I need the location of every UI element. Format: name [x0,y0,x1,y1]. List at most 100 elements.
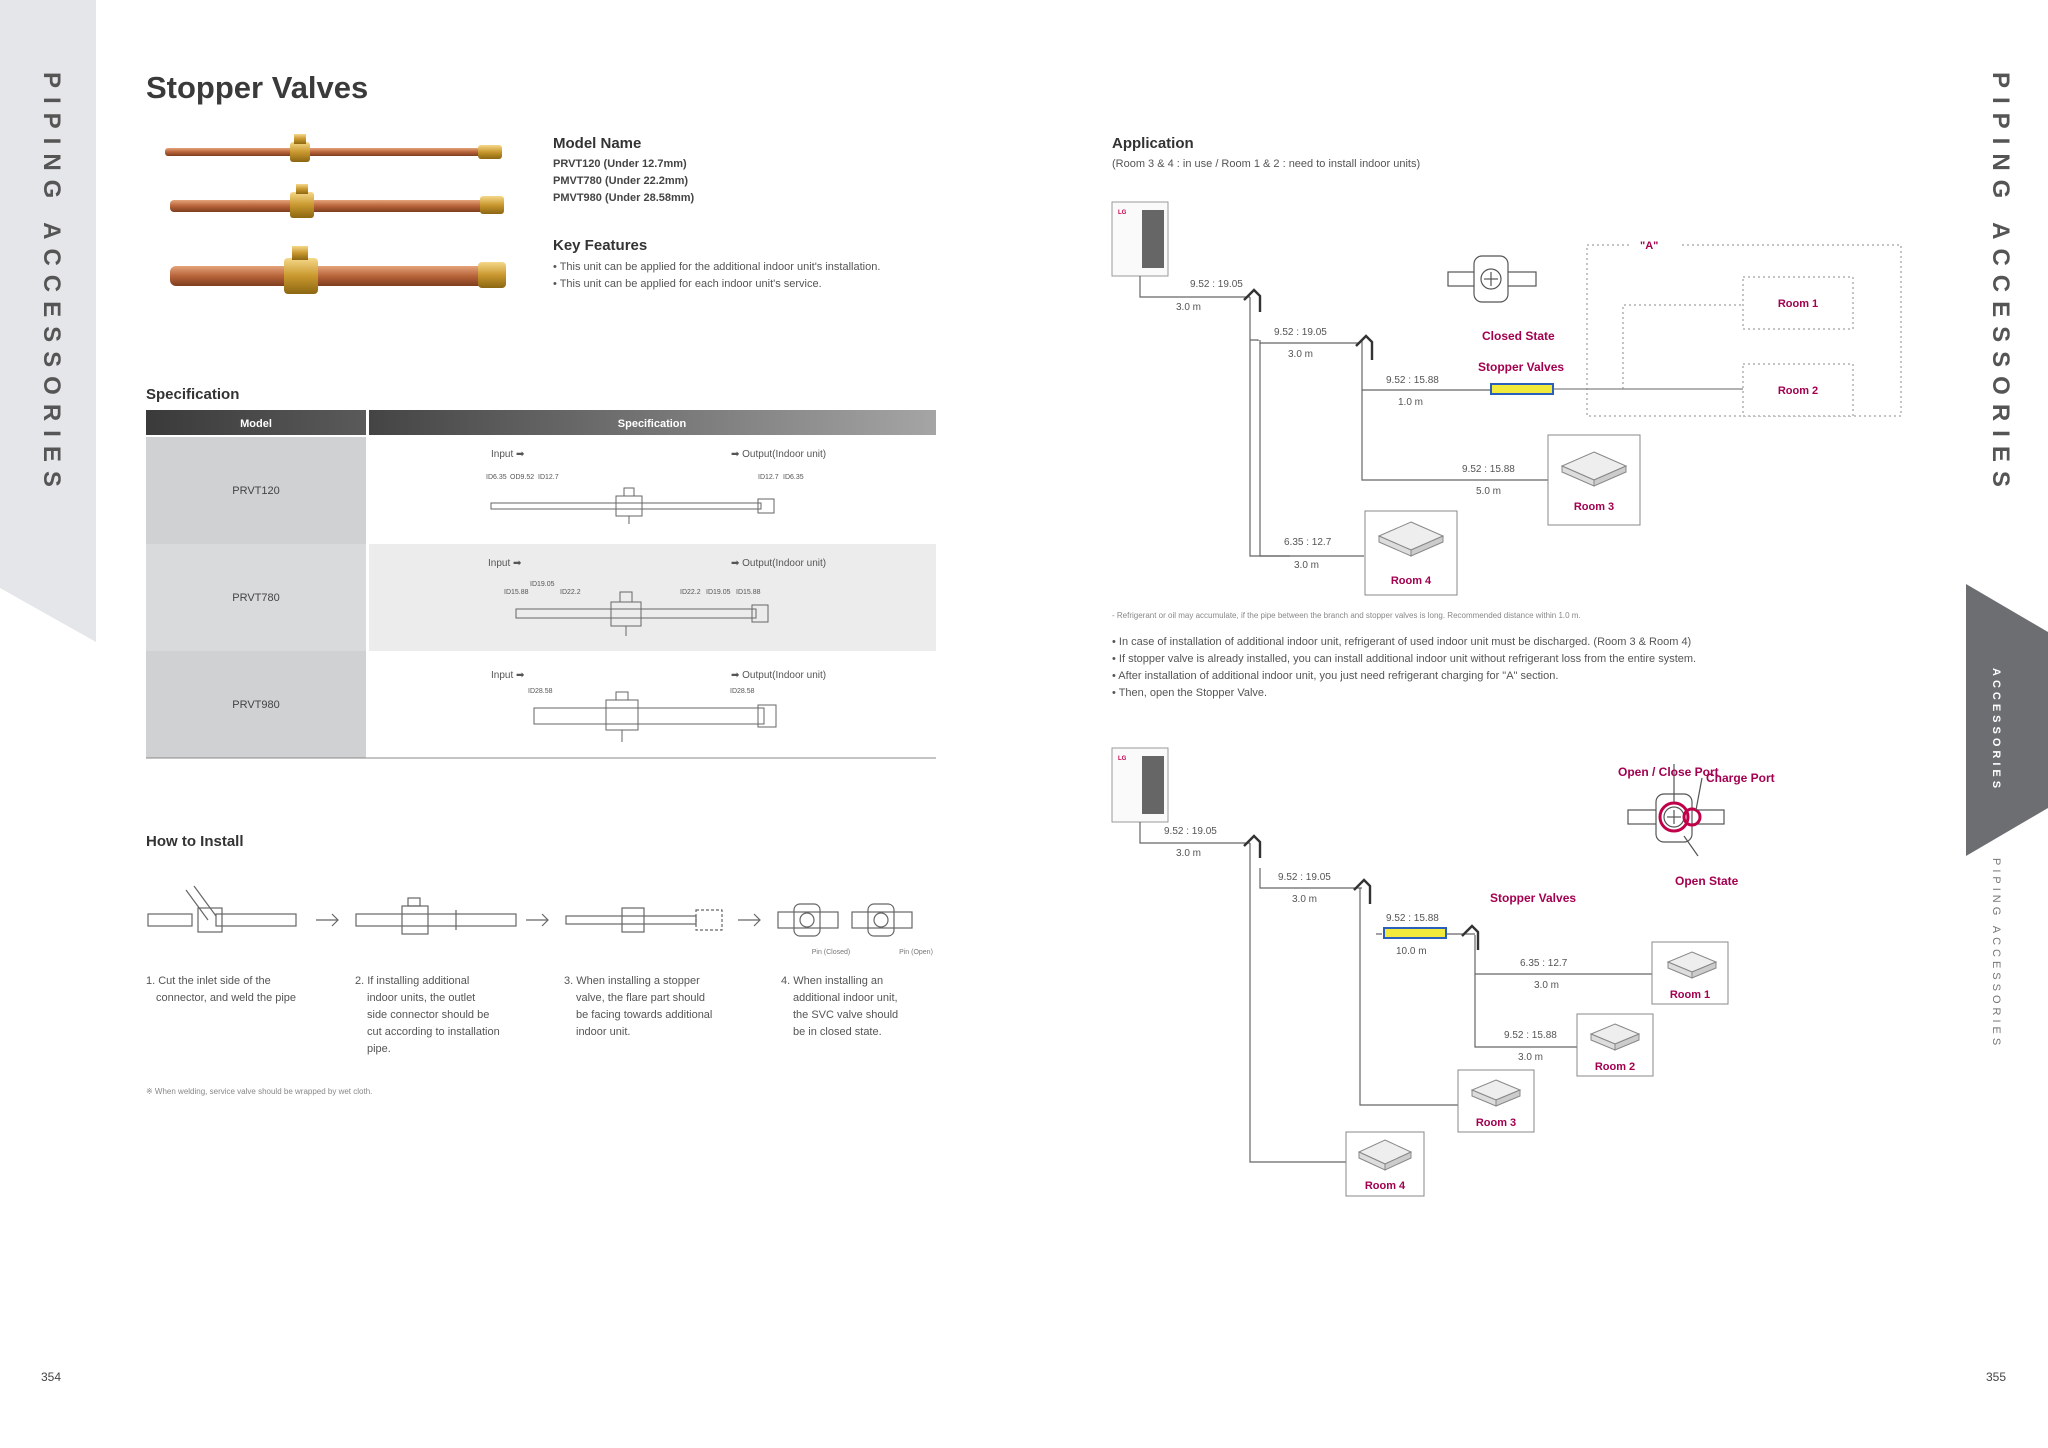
open-state-valve-icon [1627,764,1725,857]
pipe-size-label: 9.52 : 15.88 [1462,464,1515,475]
key-features-heading: Key Features [553,237,648,254]
step-line: 3. When installing a stopper [564,975,700,987]
pipe-size-label: 9.52 : 15.88 [1386,375,1439,386]
application-subheading: (Room 3 & 4 : in use / Room 1 & 2 : need… [1112,158,1421,170]
cassette-unit-icon [1666,951,1718,979]
pin-open-label: Pin (Open) [899,949,933,956]
step-line: indoor unit. [576,1026,631,1038]
room-label: Room 4 [1391,575,1432,587]
left-sidebar [0,0,96,642]
step-line: 2. If installing additional [355,975,470,987]
step-line: be in closed state. [793,1026,882,1038]
key-feature-item: • This unit can be applied for the addit… [553,261,881,273]
step-line: side connector should be [367,1009,490,1021]
pipe-length-label: 3.0 m [1292,894,1317,905]
stopper-valves-photo [165,134,506,294]
closed-state-valve-icon [1447,255,1537,303]
spec-row-model: PRVT120 [232,485,280,497]
spec-dim: ID12.7 [758,474,779,481]
spec-dim: ID12.7 [538,474,559,481]
pipe-size-label: 9.52 : 19.05 [1190,279,1243,290]
brand-logo: LG [1118,756,1127,762]
spec-input-label: Input ➡ [491,670,525,681]
install-step: 3. When installing a stopper valve, the … [564,973,712,1041]
bullet-item: • Then, open the Stopper Valve. [1112,687,1268,699]
spec-col-specification: Specification [618,418,687,430]
spec-dim: ID19.05 [530,581,555,588]
install-step: 1. Cut the inlet side of the connector, … [146,973,296,1007]
open-close-port-label: Open / Close Port [1618,765,1719,779]
left-sidebar-label: PIPING ACCESSORIES [38,72,65,496]
open-state-label: Open State [1675,874,1739,888]
spec-col-model: Model [240,418,272,430]
spec-dim: ID28.58 [730,688,755,695]
room-label: Room 4 [1365,1180,1406,1192]
pipe-size-label: 9.52 : 19.05 [1164,826,1217,837]
spec-input-label: Input ➡ [488,558,522,569]
right-sidebar-tab-active[interactable]: ACCESSORIES [1990,668,2002,793]
bullet-item: • In case of installation of additional … [1112,636,1692,648]
model-name-item: PRVT120 (Under 12.7mm) [553,158,687,170]
application-heading: Application [1112,135,1194,152]
spec-dim: OD9.52 [510,474,534,481]
bullet-item: • If stopper valve is already installed,… [1112,653,1697,665]
refrigerant-note: - Refrigerant or oil may accumulate, if … [1112,611,1581,620]
spec-dim: ID28.58 [528,688,553,695]
install-step: 2. If installing additional indoor units… [355,973,500,1058]
pipe-size-label: 9.52 : 19.05 [1274,327,1327,338]
stopper-valve-marker [1383,927,1447,939]
pipe-length-label: 3.0 m [1518,1052,1543,1063]
room-label: Room 3 [1574,501,1614,513]
pipe-length-label: 1.0 m [1398,397,1423,408]
specification-table: Model Specification PRVT120 PRVT780 PRVT… [146,410,936,759]
specification-heading: Specification [146,386,240,403]
room-box [1742,276,1854,330]
application-diagram-2: LG 9.52 : 19.05 3.0 m 9.52 : 19.05 3.0 m… [1111,747,1775,1197]
step-line: valve, the flare part should [576,992,706,1004]
pipe-size-label: 9.52 : 15.88 [1386,913,1439,924]
spec-dim: ID22.2 [680,589,701,596]
spec-dim: ID19.05 [706,589,731,596]
spec-dim: ID22.2 [560,589,581,596]
brand-logo: LG [1118,210,1127,216]
spec-dim: ID15.88 [736,589,761,596]
install-note: ※ When welding, service valve should be … [146,1087,373,1096]
spec-valve-drawing [515,591,769,636]
spec-row-model: PRVT780 [232,592,280,604]
branch-joint-icon [1243,834,1480,950]
step-line: 1. Cut the inlet side of the [146,975,271,987]
spec-dim: ID6.35 [486,474,507,481]
page-title: Stopper Valves [146,70,369,105]
pipe-length-label: 3.0 m [1176,848,1201,859]
stopper-valves-label: Stopper Valves [1478,360,1564,374]
room-label: Room 3 [1476,1117,1516,1129]
step-line: cut according to installation [367,1026,500,1038]
pipe-length-label: 10.0 m [1396,946,1427,957]
spec-dim: ID15.88 [504,589,529,596]
step-line: be facing towards additional [576,1009,713,1021]
charge-port-label: Charge Port [1706,771,1775,785]
page-number-left: 354 [41,1370,62,1384]
cassette-unit-icon [1589,1023,1641,1051]
right-sidebar-label: PIPING ACCESSORIES [1987,72,2014,496]
page-number-right: 355 [1986,1370,2007,1384]
how-to-install-heading: How to Install [146,833,244,850]
model-name-heading: Model Name [553,135,642,152]
application-bullets: • In case of installation of additional … [1112,634,1696,702]
closed-state-label: Closed State [1482,329,1555,343]
pipe-length-label: 3.0 m [1534,980,1559,991]
model-name-item: PMVT780 (Under 22.2mm) [553,175,689,187]
right-sidebar-tab-inactive[interactable]: PIPING ACCESSORIES [1990,858,2002,1050]
cassette-unit-icon [1470,1079,1522,1107]
room-label: Room 2 [1778,385,1818,397]
model-name-item: PMVT980 (Under 28.58mm) [553,192,695,204]
spec-input-label: Input ➡ [491,449,525,460]
pipe-length-label: 3.0 m [1288,349,1313,360]
spec-dim: ID6.35 [783,474,804,481]
step-line: indoor units, the outlet [367,992,476,1004]
branch-joint-icon [1243,288,1374,360]
outdoor-unit: LG [1111,747,1169,823]
key-feature-item: • This unit can be applied for each indo… [553,278,822,290]
cassette-unit-icon [1377,521,1445,557]
pipe-size-label: 9.52 : 19.05 [1278,872,1331,883]
